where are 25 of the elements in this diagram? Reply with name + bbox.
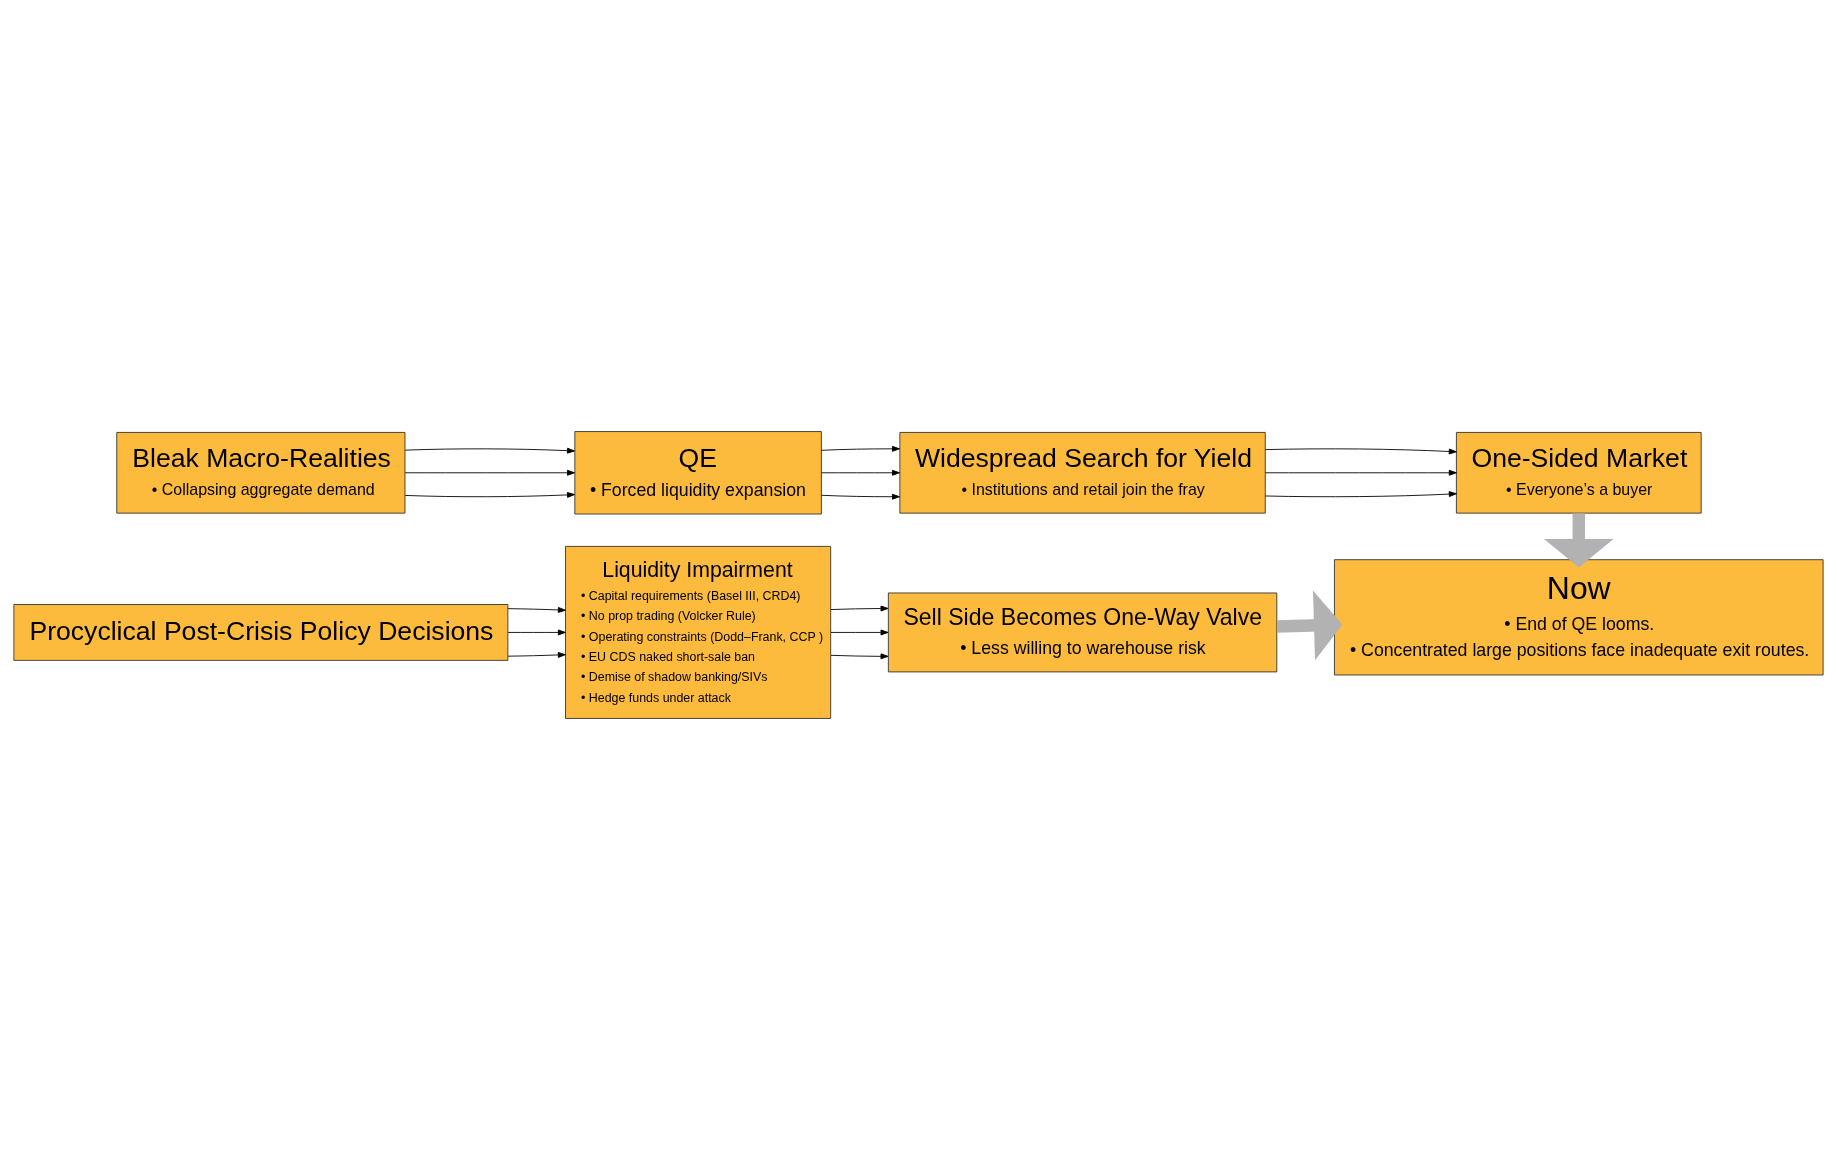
arrow	[830, 605, 889, 611]
arrow	[820, 445, 900, 452]
arrow	[507, 651, 566, 658]
node-box: Procyclical Post-Crisis Policy Decisions	[13, 603, 509, 661]
arrow	[830, 629, 889, 635]
arrow	[1543, 512, 1614, 567]
arrow	[507, 629, 566, 635]
arrow	[830, 652, 889, 659]
arrow	[404, 491, 575, 498]
arrow	[507, 606, 566, 613]
arrow	[404, 469, 575, 476]
node-box: Bleak Macro-Realities • Collapsing aggregate demand	[116, 431, 406, 514]
node-box: One-Sided Market • Everyone’s a buyer	[1455, 431, 1702, 514]
arrow	[1276, 590, 1343, 660]
node-box: Now • End of QE looms. • Concentrated large positions face inadequate exit routes.	[1334, 558, 1824, 675]
node-box: QE • Forced liquidity expansion	[574, 430, 822, 514]
arrow	[404, 447, 575, 454]
arrow	[820, 469, 900, 476]
node-box: Widespread Search for Yield • Institutions and retail join the fray	[899, 431, 1266, 514]
arrow	[1265, 469, 1457, 476]
node-box: Sell Side Becomes One-Way Valve • Less willing to warehouse risk	[887, 592, 1278, 672]
arrow	[1265, 447, 1457, 454]
node-box: Liquidity Impairment • Capital requirements (Basel III, CRD4) • No prop trading (Volcker Rule) • Operating constraints (Dodd–Frank, CCP ) • EU CDS naked short-sale ban • Demise of shadow banking/SIVs • Hedge funds under attack	[565, 545, 832, 719]
arrow	[820, 493, 900, 500]
arrow	[1265, 490, 1457, 497]
